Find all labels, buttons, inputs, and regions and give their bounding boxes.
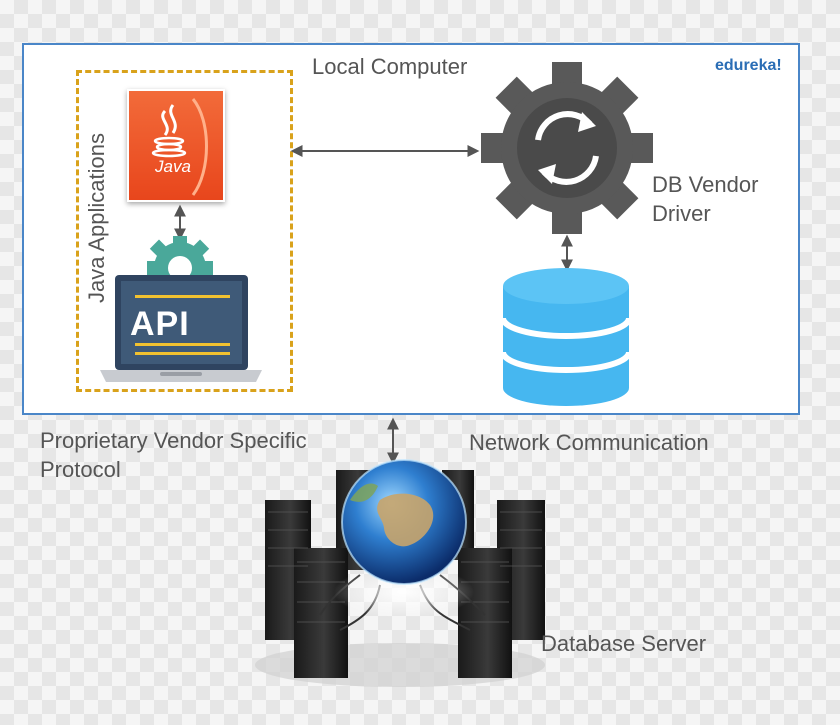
database-server-icon	[255, 459, 545, 687]
network-communication-label: Network Communication	[469, 430, 709, 455]
db-vendor-driver-label-line1: DB Vendor	[652, 172, 759, 197]
java-applications-box	[76, 70, 293, 392]
api-label: API	[130, 305, 190, 343]
edureka-logo: edureka!	[715, 57, 782, 74]
java-cup-icon	[151, 98, 208, 196]
db-vendor-driver-label-line2: Driver	[652, 201, 711, 226]
api-laptop-icon	[100, 275, 262, 382]
proprietary-protocol-label-line2: Protocol	[40, 457, 121, 482]
local-computer-label: Local Computer	[312, 54, 468, 79]
proprietary-protocol-label-line1: Proprietary Vendor Specific	[40, 428, 307, 453]
database-icon	[500, 268, 632, 406]
java-tile-label: Java	[155, 157, 191, 176]
driver-gear-icon	[481, 62, 653, 234]
database-server-label: Database Server	[541, 631, 707, 656]
java-icon: Java	[127, 89, 225, 202]
